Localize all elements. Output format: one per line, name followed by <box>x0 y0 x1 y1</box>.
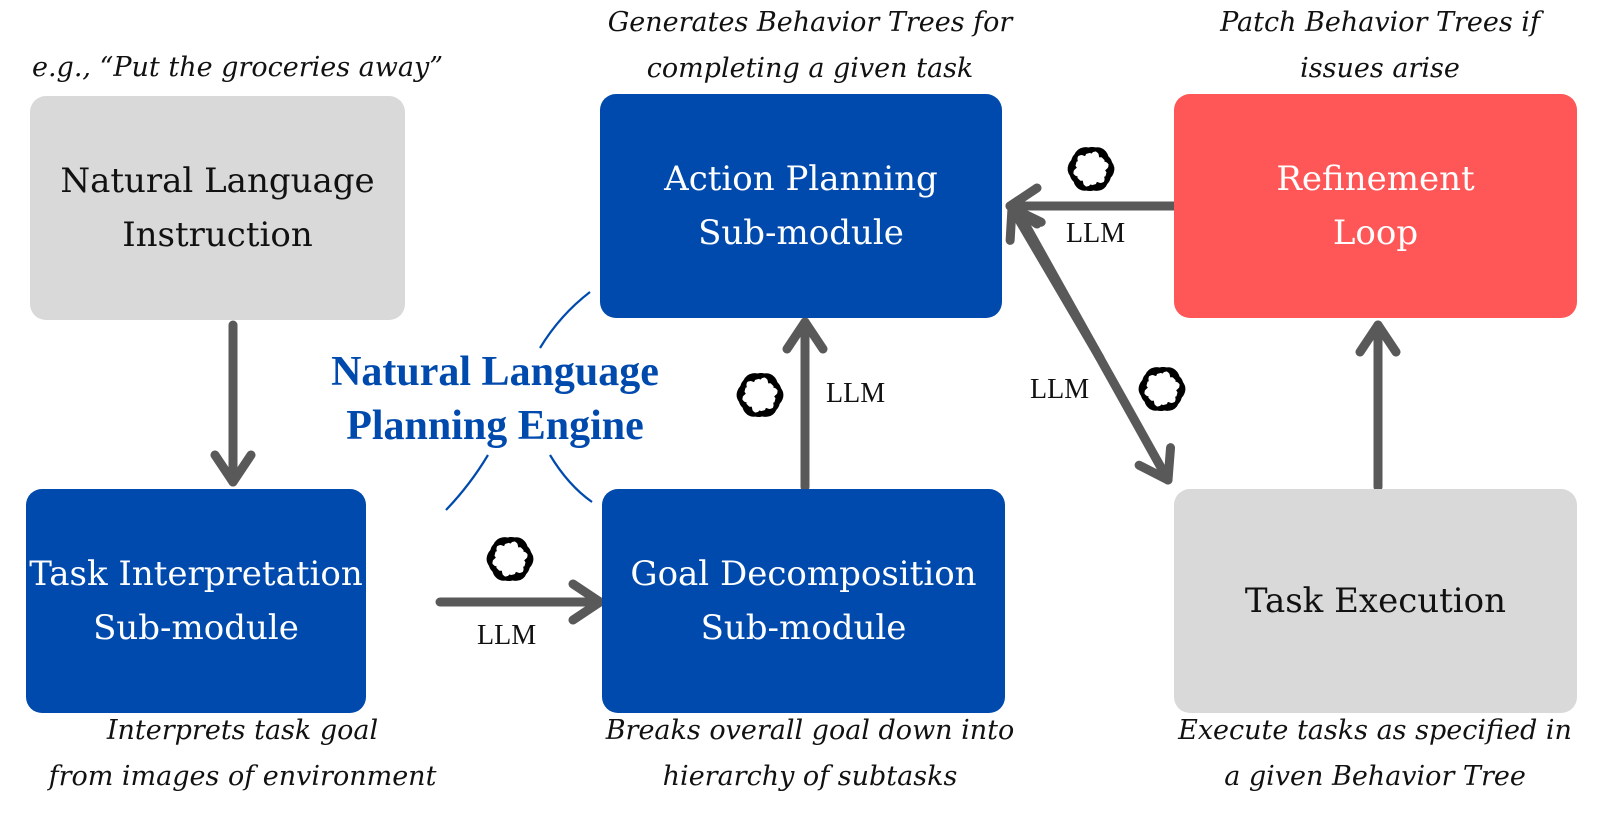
arrow-execution-to-action-head <box>1005 203 1105 363</box>
box-action-planning: Action Planning Sub-module <box>600 94 1002 318</box>
box-label-line: Instruction <box>122 215 313 255</box>
caption-instruction-example: e.g., “Put the groceries away” <box>31 52 444 83</box>
openai-logo-icon <box>1062 140 1120 198</box>
caption-line: Patch Behavior Trees if <box>1220 7 1540 38</box>
caption-line: issues arise <box>1300 53 1460 84</box>
box-label-line: Sub-module <box>93 608 299 648</box>
engine-arc-top-left <box>539 291 591 349</box>
llm-label-refinement-to-action: LLM <box>1066 218 1126 249</box>
caption-line: Interprets task goal <box>106 715 379 746</box>
box-label-line: Refinement <box>1276 159 1475 199</box>
caption-task-execution: Execute tasks as specified in a given Be… <box>1150 708 1600 800</box>
box-label-line: Task Interpretation <box>29 554 363 594</box>
openai-logo-icon <box>481 530 539 588</box>
engine-arc-bottom-right <box>549 454 593 503</box>
box-label-line: Goal Decomposition <box>630 554 977 594</box>
caption-task-interpretation: Interprets task goal from images of envi… <box>10 708 475 800</box>
caption-line: from images of environment <box>48 761 437 792</box>
box-natural-language-instruction: Natural Language Instruction <box>30 96 405 320</box>
llm-label-action-to-execution: LLM <box>1030 374 1090 405</box>
box-goal-decomposition: Goal Decomposition Sub-module <box>602 489 1005 713</box>
engine-arc-bottom-left <box>445 454 489 511</box>
llm-label-interpretation-to-decomposition: LLM <box>477 620 537 651</box>
caption-goal-decomposition: Breaks overall goal down into hierarchy … <box>570 708 1050 800</box>
engine-label-line: Natural Language <box>331 349 659 395</box>
caption-line: Generates Behavior Trees for <box>607 7 1013 38</box>
box-label-line: Action Planning <box>664 159 938 199</box>
box-refinement-loop: Refinement Loop <box>1174 94 1577 318</box>
box-task-execution: Task Execution <box>1174 489 1577 713</box>
engine-label: Natural Language Planning Engine <box>305 345 685 453</box>
caption-line: Execute tasks as specified in <box>1178 715 1572 746</box>
caption-line: Breaks overall goal down into <box>605 715 1015 746</box>
box-label-line: Natural Language <box>60 161 375 201</box>
openai-logo-icon <box>731 366 789 424</box>
box-task-interpretation: Task Interpretation Sub-module <box>26 489 366 713</box>
box-label-line: Sub-module <box>698 213 904 253</box>
caption-line: completing a given task <box>646 53 974 84</box>
caption-line: a given Behavior Tree <box>1224 761 1526 792</box>
box-label-line: Task Execution <box>1244 581 1507 621</box>
caption-action-planning: Generates Behavior Trees for completing … <box>570 0 1050 92</box>
openai-logo-icon <box>1133 360 1191 418</box>
box-label-line: Sub-module <box>700 608 907 648</box>
caption-line: hierarchy of subtasks <box>662 761 958 792</box>
llm-label-decomposition-to-action: LLM <box>826 378 886 409</box>
box-label-line: Loop <box>1332 213 1419 253</box>
engine-label-line: Planning Engine <box>346 403 644 449</box>
caption-refinement: Patch Behavior Trees if issues arise <box>1170 0 1590 92</box>
